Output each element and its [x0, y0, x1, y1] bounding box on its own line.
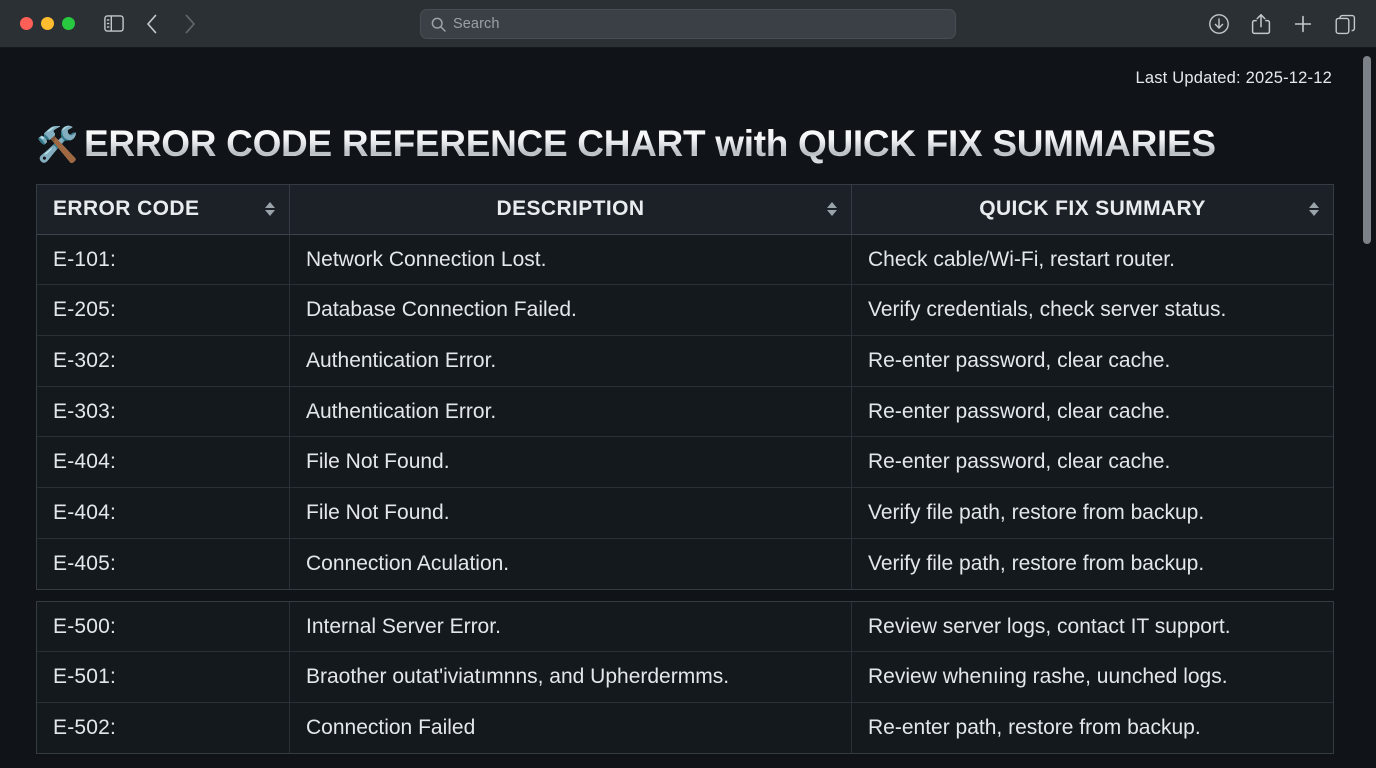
- browser-toolbar: Search: [0, 0, 1376, 48]
- cell-quick-fix: Verify file path, restore from backup.: [852, 488, 1333, 539]
- table-header-row: ERROR CODE DESCRIPTION QUICK FIX SUMMARY: [37, 184, 1333, 235]
- page-viewport: Last Updated: 2025-12-12 🛠️ERROR CODE RE…: [0, 48, 1376, 768]
- cell-description: Authentication Error.: [290, 335, 852, 387]
- tools-icon: 🛠️: [36, 126, 79, 164]
- sidebar-toggle-icon[interactable]: [97, 9, 131, 39]
- cell-error-code: E-303:: [37, 386, 290, 438]
- cell-error-code: E-405:: [37, 538, 290, 589]
- cell-error-code: E-302:: [37, 335, 290, 387]
- forward-button-icon[interactable]: [173, 9, 207, 39]
- minimize-window-button[interactable]: [41, 17, 54, 30]
- error-code-table-section-2: E-500: Internal Server Error. Review ser…: [36, 600, 1334, 754]
- table-row[interactable]: E-101: Network Connection Lost. Check ca…: [37, 234, 1333, 286]
- page-scrollbar[interactable]: [1361, 54, 1373, 768]
- cell-quick-fix: Re-enter path, restore from backup.: [852, 703, 1333, 753]
- column-header-quick-fix-label: QUICK FIX SUMMARY: [979, 197, 1206, 221]
- table-row[interactable]: E-302: Authentication Error. Re-enter pa…: [37, 335, 1333, 387]
- cell-error-code: E-500:: [37, 601, 290, 653]
- cell-error-code: E-101:: [37, 234, 290, 286]
- cell-description: File Not Found.: [290, 437, 852, 489]
- table-body-section-1: E-101: Network Connection Lost. Check ca…: [37, 234, 1333, 589]
- cell-description: Authentication Error.: [290, 386, 852, 438]
- traffic-lights: [0, 17, 75, 30]
- cell-description: Connection Failed: [290, 703, 852, 753]
- table-row[interactable]: E-205: Database Connection Failed. Verif…: [37, 285, 1333, 336]
- cell-description: Internal Server Error.: [290, 601, 852, 653]
- column-header-quick-fix[interactable]: QUICK FIX SUMMARY: [852, 184, 1333, 235]
- page-title-text: ERROR CODE REFERENCE CHART with QUICK FI…: [84, 123, 1216, 164]
- cell-error-code: E-205:: [37, 285, 290, 336]
- cell-description: Connection Aculation.: [290, 538, 852, 589]
- search-input[interactable]: Search: [453, 16, 500, 32]
- cell-error-code: E-502:: [37, 703, 290, 753]
- downloads-icon[interactable]: [1202, 9, 1236, 39]
- cell-quick-fix: Review whenıing rashe, uunched logs.: [852, 652, 1333, 704]
- cell-error-code: E-501:: [37, 652, 290, 704]
- cell-quick-fix: Verify file path, restore from backup.: [852, 538, 1333, 589]
- table-header: ERROR CODE DESCRIPTION QUICK FIX SUMMARY: [37, 184, 1333, 235]
- close-window-button[interactable]: [20, 17, 33, 30]
- cell-quick-fix: Verify credentials, check server status.: [852, 285, 1333, 336]
- table-row[interactable]: E-404: File Not Found. Verify file path,…: [37, 488, 1333, 539]
- sort-arrows-error-code[interactable]: [265, 202, 275, 217]
- new-tab-icon[interactable]: [1286, 9, 1320, 39]
- maximize-window-button[interactable]: [62, 17, 75, 30]
- toolbar-right-actions: [1202, 0, 1362, 48]
- sort-arrows-description[interactable]: [827, 202, 837, 217]
- error-code-table-section-1: ERROR CODE DESCRIPTION QUICK FIX SUMMARY: [36, 183, 1334, 590]
- share-icon[interactable]: [1244, 9, 1278, 39]
- table-row[interactable]: E-500: Internal Server Error. Review ser…: [37, 601, 1333, 653]
- tab-overview-icon[interactable]: [1328, 9, 1362, 39]
- search-icon: [431, 17, 446, 32]
- cell-quick-fix: Re-enter password, clear cache.: [852, 386, 1333, 438]
- search-bar[interactable]: Search: [420, 9, 956, 39]
- cell-quick-fix: Check cable/Wi-Fi, restart router.: [852, 234, 1333, 286]
- column-header-error-code-label: ERROR CODE: [53, 197, 200, 221]
- page-scrollbar-thumb[interactable]: [1363, 56, 1371, 244]
- sort-arrows-quick-fix[interactable]: [1309, 202, 1319, 217]
- column-header-error-code[interactable]: ERROR CODE: [37, 184, 290, 235]
- cell-quick-fix: Review server logs, contact IT support.: [852, 601, 1333, 653]
- page-title: 🛠️ERROR CODE REFERENCE CHART with QUICK …: [36, 123, 1340, 166]
- table-row[interactable]: E-404: File Not Found. Re-enter password…: [37, 437, 1333, 489]
- table-row[interactable]: E-501: Braother outat'iviatımnns, and Up…: [37, 652, 1333, 704]
- cell-description: Braother outat'iviatımnns, and Upherderm…: [290, 652, 852, 704]
- search-field[interactable]: Search: [420, 9, 956, 39]
- last-updated-label: Last Updated: 2025-12-12: [1135, 69, 1332, 87]
- cell-description: Network Connection Lost.: [290, 234, 852, 286]
- navigation-group: [97, 9, 207, 39]
- table-body-section-2: E-500: Internal Server Error. Review ser…: [37, 601, 1333, 753]
- cell-description: File Not Found.: [290, 488, 852, 539]
- cell-error-code: E-404:: [37, 488, 290, 539]
- table-row[interactable]: E-303: Authentication Error. Re-enter pa…: [37, 386, 1333, 438]
- column-header-description[interactable]: DESCRIPTION: [290, 184, 852, 235]
- table-row[interactable]: E-502: Connection Failed Re-enter path, …: [37, 703, 1333, 753]
- cell-quick-fix: Re-enter password, clear cache.: [852, 335, 1333, 387]
- page-content: Last Updated: 2025-12-12 🛠️ERROR CODE RE…: [0, 48, 1376, 768]
- cell-quick-fix: Re-enter password, clear cache.: [852, 437, 1333, 489]
- cell-error-code: E-404:: [37, 437, 290, 489]
- cell-description: Database Connection Failed.: [290, 285, 852, 336]
- column-header-description-label: DESCRIPTION: [496, 197, 645, 221]
- back-button-icon[interactable]: [135, 9, 169, 39]
- table-row[interactable]: E-405: Connection Aculation. Verify file…: [37, 538, 1333, 589]
